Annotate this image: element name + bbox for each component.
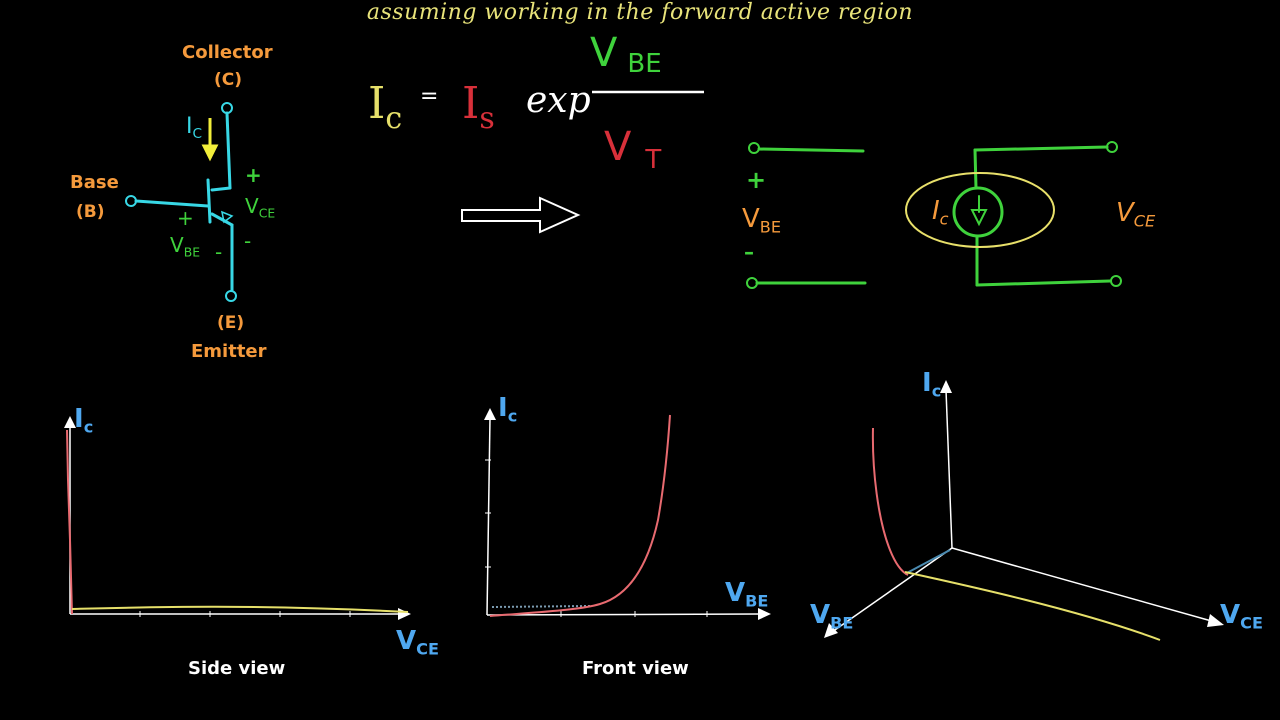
- base-letter: (B): [76, 202, 105, 222]
- front-view-caption: Front view: [582, 658, 689, 679]
- 3d-exponential-curve: [871, 427, 909, 576]
- emitter-letter: (E): [217, 313, 245, 333]
- side-y-arrowhead: [64, 416, 76, 428]
- base-wire: [134, 199, 210, 208]
- front-y-axis: [486, 417, 491, 616]
- transform-arrow: [461, 196, 581, 234]
- 3d-projection-line: [904, 549, 951, 575]
- 3d-vbe-arrowhead: [824, 623, 838, 638]
- equation-is: Is: [462, 78, 495, 136]
- ic-label: IC: [186, 114, 203, 142]
- side-x-ticks: [139, 611, 351, 617]
- input-top-wire: [757, 147, 865, 153]
- source-top-lead: [973, 148, 978, 190]
- collector-label: Collector: [182, 42, 273, 63]
- input-top-terminal: [748, 142, 760, 154]
- front-x-axis: [486, 613, 761, 616]
- front-dotted-line: [491, 605, 591, 608]
- vbe-label: VBE: [170, 233, 201, 260]
- 3d-view-graph: [824, 380, 1224, 641]
- 3d-vbe-axis: [831, 547, 953, 633]
- front-y-arrowhead: [484, 408, 496, 420]
- front-exponential-curve: [489, 414, 671, 617]
- front-y-label: Ic: [498, 393, 518, 426]
- front-x-arrowhead: [758, 608, 771, 620]
- emitter-lead: [210, 212, 234, 227]
- 3d-vce-label: VCE: [1220, 600, 1263, 633]
- output-top-terminal: [1106, 141, 1118, 153]
- collector-letter: (C): [214, 70, 243, 90]
- emitter-label: Emitter: [191, 341, 267, 362]
- collector-lead: [210, 186, 232, 192]
- model-plus-sign: +: [746, 166, 767, 194]
- model-vbe-label: VBE: [742, 204, 782, 237]
- side-x-arrowhead: [398, 608, 411, 620]
- vce-label: VCE: [245, 194, 276, 221]
- current-source-model: [746, 141, 1122, 289]
- output-bottom-terminal: [1110, 275, 1122, 287]
- collector-wire: [225, 111, 232, 190]
- 3d-vce-axis: [951, 547, 1216, 623]
- equation-ic: Ic: [368, 78, 403, 136]
- vce-minus-sign: -: [244, 229, 252, 253]
- equation-equals: =: [420, 84, 439, 109]
- side-vertical-curve: [66, 429, 73, 615]
- vce-plus-sign: +: [245, 163, 262, 187]
- 3d-ic-label: Ic: [922, 368, 942, 401]
- side-x-label: VCE: [396, 626, 439, 659]
- emitter-terminal: [225, 290, 237, 302]
- side-flat-curve: [71, 605, 409, 613]
- equation-exp: exp: [526, 80, 591, 121]
- 3d-ic-axis: [945, 389, 953, 549]
- page-title: assuming working in the forward active r…: [366, 0, 914, 25]
- source-arrow-head: [970, 209, 988, 227]
- collector-terminal: [221, 102, 233, 114]
- ic-arrow: [201, 118, 219, 162]
- base-label: Base: [70, 172, 119, 193]
- model-vce-label: VCE: [1116, 198, 1156, 231]
- transistor-symbol: [125, 102, 237, 302]
- 3d-vce-arrowhead: [1207, 614, 1224, 627]
- side-view-graph: [64, 416, 411, 620]
- 3d-vbe-label: VBE: [810, 600, 854, 633]
- output-bottom-wire: [975, 279, 1112, 287]
- side-view-caption: Side view: [188, 658, 286, 679]
- front-x-label: VBE: [725, 578, 769, 611]
- base-bar: [206, 178, 212, 224]
- model-minus-sign: –: [744, 240, 754, 264]
- highlight-ellipse: [905, 172, 1055, 248]
- 3d-ic-arrowhead: [940, 380, 952, 393]
- front-x-ticks: [560, 611, 708, 617]
- vbe-plus-sign: +: [177, 206, 194, 230]
- output-top-wire: [973, 145, 1109, 152]
- front-y-ticks: [485, 459, 491, 568]
- side-y-label: Ic: [74, 404, 94, 437]
- emitter-arrow: [220, 210, 234, 224]
- front-view-graph: [484, 408, 771, 620]
- vbe-minus-sign: -: [215, 240, 223, 264]
- model-ic-label: Ic: [932, 196, 949, 229]
- 3d-flat-curve: [904, 571, 1161, 641]
